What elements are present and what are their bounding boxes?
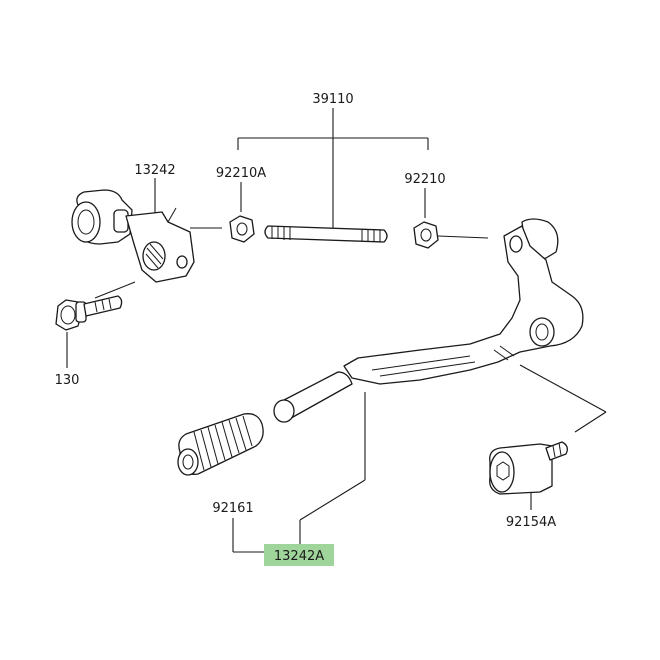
label-130: 130 xyxy=(55,373,80,388)
label-13242: 13242 xyxy=(134,163,175,178)
label-39110: 39110 xyxy=(312,92,353,107)
shift-lever-joint-part xyxy=(71,189,195,283)
highlight-box-13242A xyxy=(264,544,334,566)
label-92210: 92210 xyxy=(404,172,445,187)
label-13242A: 13242A xyxy=(274,549,324,564)
step-pin-part xyxy=(273,371,353,423)
label-92210A: 92210A xyxy=(216,166,266,181)
shift-lever-part xyxy=(343,218,584,385)
label-92161: 92161 xyxy=(212,501,253,516)
shoulder-bolt-part xyxy=(489,441,568,495)
rubber-step-part xyxy=(177,413,264,476)
nut-right-part xyxy=(413,221,439,249)
leader-lines xyxy=(66,108,607,553)
nut-left-part xyxy=(229,215,255,243)
bolt-part xyxy=(55,295,123,331)
label-92154A: 92154A xyxy=(506,515,556,530)
tie-rod-part xyxy=(264,225,388,243)
